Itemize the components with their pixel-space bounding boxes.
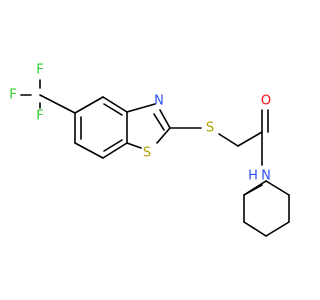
bond-chex-6 (243, 180, 267, 196)
bond-benz-1 (74, 96, 104, 114)
atom-labels: F F F N S S O N H (9, 63, 271, 184)
atom-o-carbonyl: O (261, 94, 271, 109)
bond-benz-4 (102, 142, 128, 159)
bond-sl-ch2 (218, 133, 239, 147)
bond-chex-5 (265, 180, 290, 196)
bond-benz-4-inner (103, 139, 123, 152)
atom-s-thiazole: S (143, 146, 151, 161)
atom-n-thiazole: N (154, 94, 164, 109)
molecule-structure: F F F N S S O N H (9, 63, 290, 237)
bond-benz-2-inner (103, 103, 123, 116)
bond-benz-2 (102, 96, 128, 113)
bond-chex-3 (265, 221, 290, 237)
bonds (20, 79, 290, 237)
bond-ring-n (126, 103, 156, 113)
atom-f1: F (9, 88, 16, 103)
bond-n-c2-b (153, 113, 165, 131)
bond-n-c2-a (159, 109, 171, 129)
bond-c2-s (156, 127, 171, 144)
atom-f3: F (36, 109, 43, 124)
bond-s-ring (126, 142, 142, 149)
atom-n-amide: N (261, 169, 271, 184)
atom-s-thioether: S (206, 121, 214, 136)
atom-h-amide: H (248, 169, 258, 184)
bond-cf3-ring (39, 94, 76, 114)
bond-benz-5 (74, 142, 104, 159)
bond-chex-2 (243, 221, 267, 237)
atom-f2: F (36, 63, 43, 78)
bond-ch2-co (237, 131, 263, 147)
